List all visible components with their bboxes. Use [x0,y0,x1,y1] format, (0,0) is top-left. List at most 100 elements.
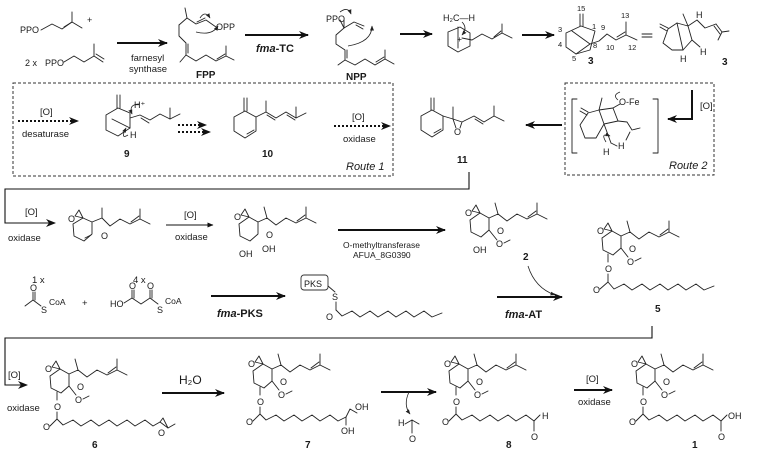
epoxide-o-8b: O [476,377,483,387]
ome-o-2: O [496,239,503,249]
epoxide-o-int1a: O [68,214,75,224]
carbon-15: 15 [577,4,585,13]
malonyl-coa: CoA [165,296,182,306]
route2-o-label: [O] [700,101,713,112]
epoxide-o-5a: O [597,226,604,236]
diol-intermediate-structure: O O OH OH [234,206,317,259]
epoxide-o-int2b: O [266,230,273,240]
compound-5-label: 5 [655,304,661,315]
epoxide-o-8a: O [444,359,451,369]
carbonyl-o-5: O [593,285,600,295]
ester-o-5: O [605,264,612,274]
epoxide-o-5b: O [629,244,636,254]
ome-o-1: O [661,390,668,400]
oh-label-7a: OH [355,402,369,412]
fma-tc-suffix: -TC [276,43,294,55]
pks-box [300,274,329,291]
carbon-1: 1 [592,22,596,31]
epoxide-o-1a: O [631,359,638,369]
acetyl-s: S [41,305,47,315]
ester-o-6: O [54,402,61,412]
fma-at-suffix: -AT [525,309,543,321]
npp-ppo-label: PPO [326,14,345,24]
carbon-4: 4 [558,40,562,49]
epoxide-o-6c: O [158,428,165,438]
epoxide-o-6b: O [77,382,84,392]
o-fe-label: O-Fe [619,97,640,107]
compound-10-structure [233,97,307,139]
plus-sign: + [87,15,92,25]
epoxide-o-int2a: O [234,212,241,222]
compound-3-label-b: 3 [722,57,728,68]
compound-11-label: 11 [457,155,468,166]
oh-label-2: OH [473,245,487,255]
h-label-r2-1: H [618,141,625,151]
fma-pks-prefix: fma [217,308,237,320]
compound-2-label: 2 [523,252,529,263]
pks-label: PKS [304,279,322,289]
compound-8-structure: O O O O H O O [442,353,549,442]
compound-6-structure: O O O O O O [43,358,176,438]
compound-7-label: 7 [305,440,311,451]
compound-2-structure: O O O OH [465,202,548,255]
ester-o-1: O [640,397,647,407]
h-plus-label: H⁺ [134,100,145,110]
carbonyl-o-1: O [629,417,636,427]
route2-intermediate-structure: O-Fe H H [579,91,641,157]
carbonyl-o-8: O [442,417,449,427]
carbonyl-o-6: O [43,422,50,432]
omt-label-1: O-methyltransferase [343,240,420,250]
carbon-8: 8 [593,41,597,50]
compound-fpp-label: FPP [196,70,216,81]
fma-tc-label: fma-TC [256,43,294,55]
oxidase-b-o-label: [O] [184,210,197,221]
pks-s: S [332,292,338,302]
route-1-box [12,82,394,177]
carbonyl-o-7: O [246,417,253,427]
fma-pks-label: fma-PKS [217,308,263,320]
route2-oxidation-arrow [667,90,693,123]
compound-9-structure: H⁺ H [105,94,181,140]
oh-label-int2a: OH [262,244,276,254]
ome-o-8: O [474,390,481,400]
oh-label-int2b: OH [239,249,253,259]
compound-9-label: 9 [124,149,130,160]
compound-3-label-a: 3 [588,56,594,67]
carbon-10: 10 [606,43,614,52]
ipp-structure: 2 x PPO [25,43,105,68]
malonyl-ho: HO [110,299,124,309]
acetaldehyde-o: O [409,434,416,444]
epoxide-o-7b: O [280,377,287,387]
h-label-3d-3: H [680,54,687,64]
ome-o-6: O [75,395,82,405]
ipp-ppo-label: PPO [45,58,64,68]
h-label-9: H [130,130,137,140]
compound-6-label: 6 [92,440,98,451]
carbon-5: 5 [572,54,576,63]
carbon-13: 13 [621,11,629,20]
acetaldehyde-h: H [398,418,405,428]
carbon-3: 3 [558,25,562,34]
compound-1-fumagillin-structure: O O O O OH O O [629,353,742,442]
h2o-label: H₂O [179,373,202,387]
malonyl-o2: O [147,281,154,291]
omt-label-2: AFUA_8G0390 [353,250,411,260]
connector-5-to-oxidase [4,326,653,389]
malonyl-coa-structure: HO O O S CoA [110,281,182,315]
compound-8-label: 8 [506,440,512,451]
epoxide-o-11: O [454,127,461,137]
oxidase-c-label: oxidase [7,403,40,414]
compound-5-structure: O O O O O [593,220,715,295]
route1-oxidase-label: oxidase [343,134,376,145]
fma-tc-prefix: fma [256,43,276,55]
aldehyde-h-8: H [542,411,549,421]
acetyl-o: O [30,283,37,293]
compound-3-numbered-structure: 15 1 3 4 5 8 9 10 13 12 [558,4,638,63]
acetyl-coa-structure: O S CoA [24,283,66,315]
farnesyl-label-1: farnesyl [131,53,164,64]
pks-bound-polyketide-structure: PKS S O [300,274,443,322]
compound-3-3d-structure: H H H [659,10,730,64]
acetaldehyde-structure: H O [398,418,420,444]
carbon-12: 12 [628,43,636,52]
